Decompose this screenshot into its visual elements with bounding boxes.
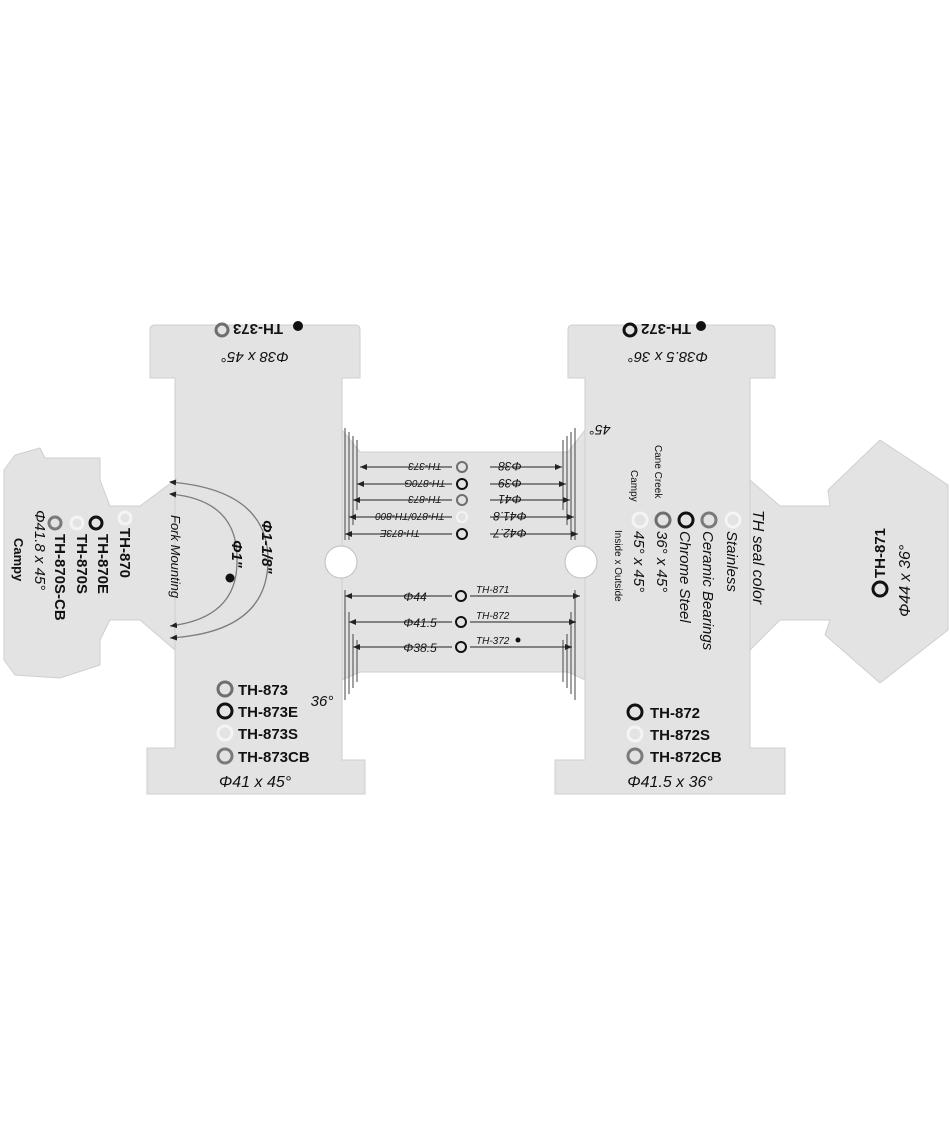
right-arrow-spec: Φ44 x 36° <box>897 544 914 617</box>
bottom-right-spec: Φ41.5 x 36° <box>627 774 713 791</box>
chrome-ring-marker <box>88 515 104 531</box>
upper-row-2-size: Φ39 <box>498 476 522 490</box>
gray-ring-marker <box>214 322 230 338</box>
chrome-ring-marker <box>677 511 695 529</box>
top-left-tab-labels: Φ38 x 45° TH-373 <box>214 320 303 365</box>
upper-gauge-rings <box>456 461 468 540</box>
ceramic-ring-marker <box>47 515 63 531</box>
top-right-spec: Φ38.5 x 36° <box>628 348 708 365</box>
left-wing-labels: TH-870 <box>116 510 133 578</box>
bottom-right-model-2: TH-872S <box>650 727 710 744</box>
bottom-right-list: TH-872 TH-872S TH-872CB Φ41.5 x 36° <box>626 703 722 791</box>
legend-axis: Inside x Outside <box>612 530 623 602</box>
fork-one-eighth: Φ1-1/8" <box>258 520 275 575</box>
upper-row-5-size: Φ42.7 <box>492 526 527 540</box>
bottom-left-model-4: TH-873CB <box>238 749 310 766</box>
bottom-left-model-2: TH-873E <box>238 704 298 721</box>
legend-brand-cane-creek: Cane Creek <box>652 445 663 499</box>
solid-dot-icon <box>696 321 706 331</box>
lower-gauge-rings <box>455 590 467 653</box>
solid-dot-icon <box>225 573 235 583</box>
lower-angle: 36° <box>311 693 334 710</box>
lower-row-2-size: Φ41.5 <box>403 616 437 630</box>
upper-row-5-model: TH-873E <box>380 527 420 538</box>
upper-angle: 45° <box>589 422 611 438</box>
lower-row-3-size: Φ38.5 <box>403 641 437 655</box>
top-left-spec: Φ38 x 45° <box>221 348 289 365</box>
plate-body <box>3 324 949 795</box>
bottom-left-model-1: TH-873 <box>238 682 288 699</box>
left-wing-model-4: TH-870S-CB <box>51 534 68 621</box>
legend-chrome: Chrome Steel <box>676 531 693 623</box>
legend-angle-1: 36° x 45° <box>653 531 670 592</box>
lower-row-1-model: TH-871 <box>476 585 509 596</box>
left-wing-model-3: TH-870S <box>73 534 90 594</box>
fork-mounting-guide <box>169 479 269 641</box>
right-arrow-model: TH-871 <box>872 528 889 578</box>
stainless-ring-marker <box>724 511 742 529</box>
chrome-ring-marker <box>871 580 889 598</box>
stainless-ring-marker <box>631 511 649 529</box>
top-right-tab-labels: Φ38.5 x 36° TH-372 <box>622 320 708 365</box>
gray-ring-marker <box>654 511 672 529</box>
upper-gauge-arrows <box>345 464 578 537</box>
top-right-model: TH-372 <box>641 320 691 337</box>
lower-row-3-model: TH-372 <box>476 636 510 647</box>
legend-angle-2: 45° x 45° <box>630 531 647 592</box>
upper-row-3-size: Φ41 <box>498 492 521 506</box>
bottom-left-model-3: TH-873S <box>238 726 298 743</box>
legend-ceramic: Ceramic Bearings <box>699 531 716 651</box>
bottom-right-model-1: TH-872 <box>650 705 700 722</box>
legend-brand-campy: Campy <box>628 470 639 502</box>
stainless-ring-marker <box>69 515 85 531</box>
legend-title: TH seal color <box>749 510 766 605</box>
fork-mounting-label: Fork Mounting <box>168 515 183 599</box>
stainless-ring-marker <box>117 510 133 526</box>
arc-one-inch <box>169 491 238 629</box>
lower-row-2-model: TH-872 <box>476 611 510 622</box>
upper-row-1-model: TH-373 <box>408 460 442 471</box>
upper-row-3-model: TH-873 <box>408 493 442 504</box>
left-wing-model-2: TH-870E <box>94 534 111 594</box>
upper-row-4-size: Φ41.8 <box>493 509 527 523</box>
lower-row-1-size: Φ44 <box>403 590 427 604</box>
ceramic-ring-marker <box>700 511 718 529</box>
left-wing-brand: Campy <box>11 538 26 582</box>
upper-row-1-size: Φ38 <box>498 459 522 473</box>
legend-stainless: Stainless <box>723 531 740 592</box>
mount-hole-right <box>564 545 598 579</box>
left-wing-spec: Φ41.8 x 45° <box>31 510 48 590</box>
mount-hole-left <box>324 545 358 579</box>
bottom-left-list: TH-873 TH-873E TH-873S TH-873CB Φ41 x 45… <box>216 680 310 791</box>
fork-one-inch: Φ1" <box>228 540 245 569</box>
left-wing-model-1: TH-870 <box>116 528 133 578</box>
top-left-model: TH-373 <box>233 320 283 337</box>
bottom-left-spec: Φ41 x 45° <box>219 774 292 791</box>
arc-one-eighth <box>169 479 269 641</box>
bottom-right-model-3: TH-872CB <box>650 749 722 766</box>
solid-dot-icon <box>293 321 303 331</box>
upper-row-4-model: TH-870/TH-800 <box>375 510 445 521</box>
lower-gauge-arrows <box>345 593 580 650</box>
black-ring-marker <box>622 322 638 338</box>
upper-row-2-model: TH-870G <box>404 477 445 488</box>
solid-dot-icon <box>515 637 521 643</box>
